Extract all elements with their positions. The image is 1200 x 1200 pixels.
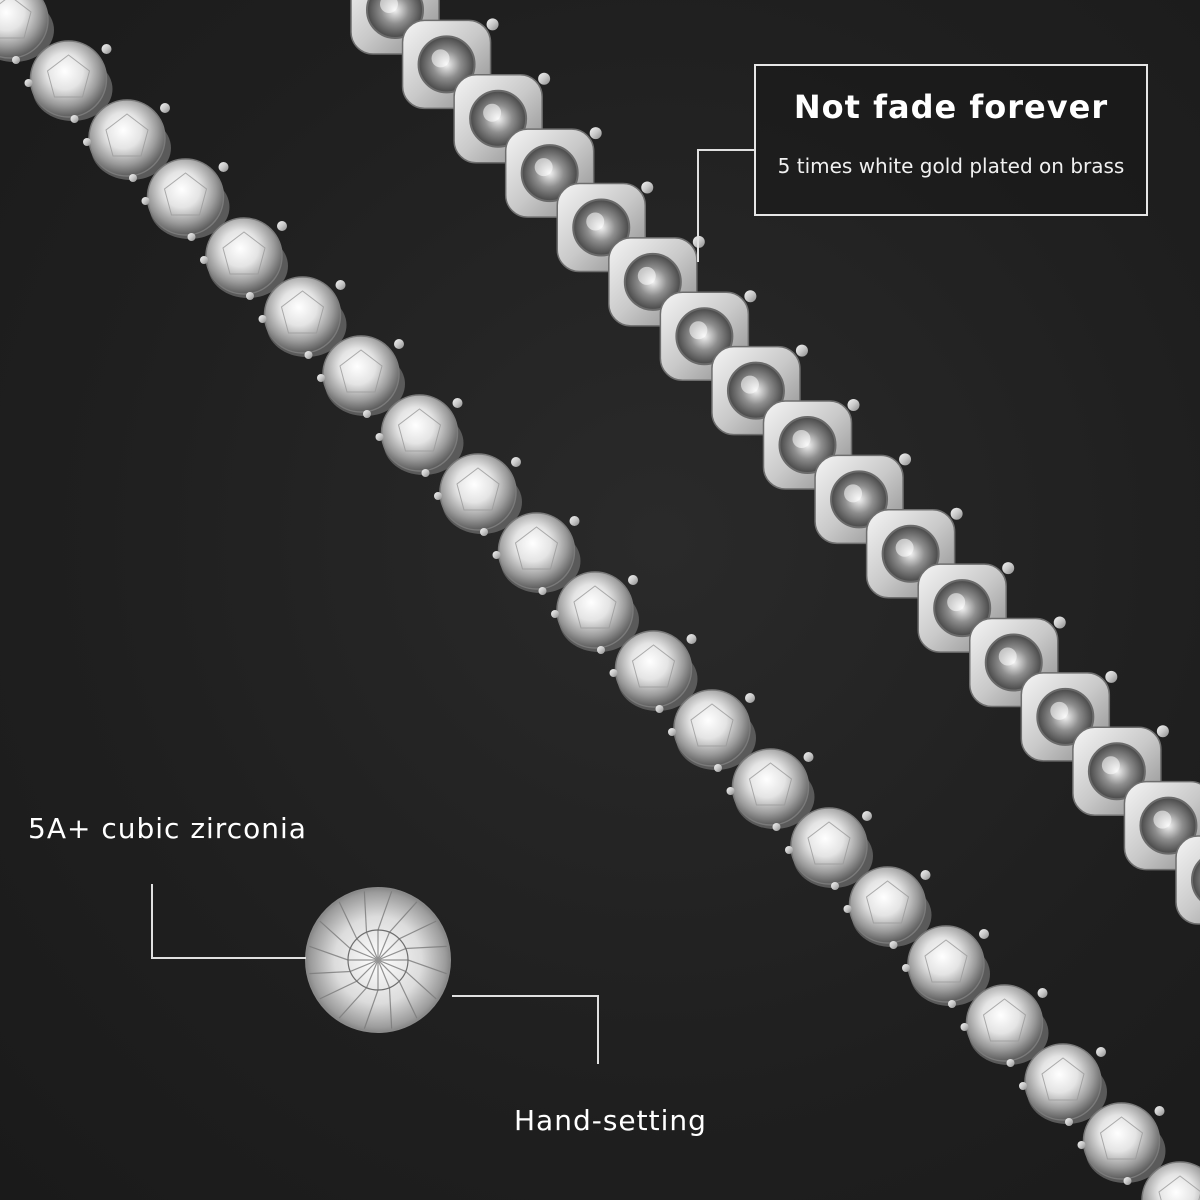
chain-stone [258,276,347,359]
chain-stone [1077,1102,1166,1185]
chain-stone [200,217,288,300]
setting-method-label: Hand-setting [514,1104,707,1137]
hand-setting-leader-line [452,995,599,1064]
chain-stone [24,40,113,123]
plating-callout-box: Not fade forever 5 times white gold plat… [754,64,1148,216]
chain-stone [317,335,405,418]
chain-stone [0,0,54,64]
chain-stone [375,394,464,477]
callout-subtitle: 5 times white gold plated on brass [777,154,1125,178]
callout-leader-line [697,149,754,262]
chain-stone [1019,1043,1107,1126]
chain-stone [726,748,815,831]
zirconia-leader-line [151,884,306,959]
chain-stone [141,158,230,241]
chain-stone [551,571,639,654]
chain-stone [785,807,873,890]
chain-stone [960,984,1049,1067]
callout-title: Not fade forever [793,88,1109,126]
stone-quality-label: 5A+ cubic zirconia [28,812,307,845]
chain-link-back [1175,835,1200,925]
chain-stone [843,866,932,949]
chain-stone [1141,1161,1200,1200]
chain-stone [83,99,171,182]
chain-stone [434,453,522,536]
chain-stone [902,925,990,1008]
chain-stone [492,512,581,595]
loose-stone-closeup [305,887,451,1033]
chain-stone [668,689,756,772]
chain-stone [609,630,698,713]
back-side-chain [350,0,1200,925]
